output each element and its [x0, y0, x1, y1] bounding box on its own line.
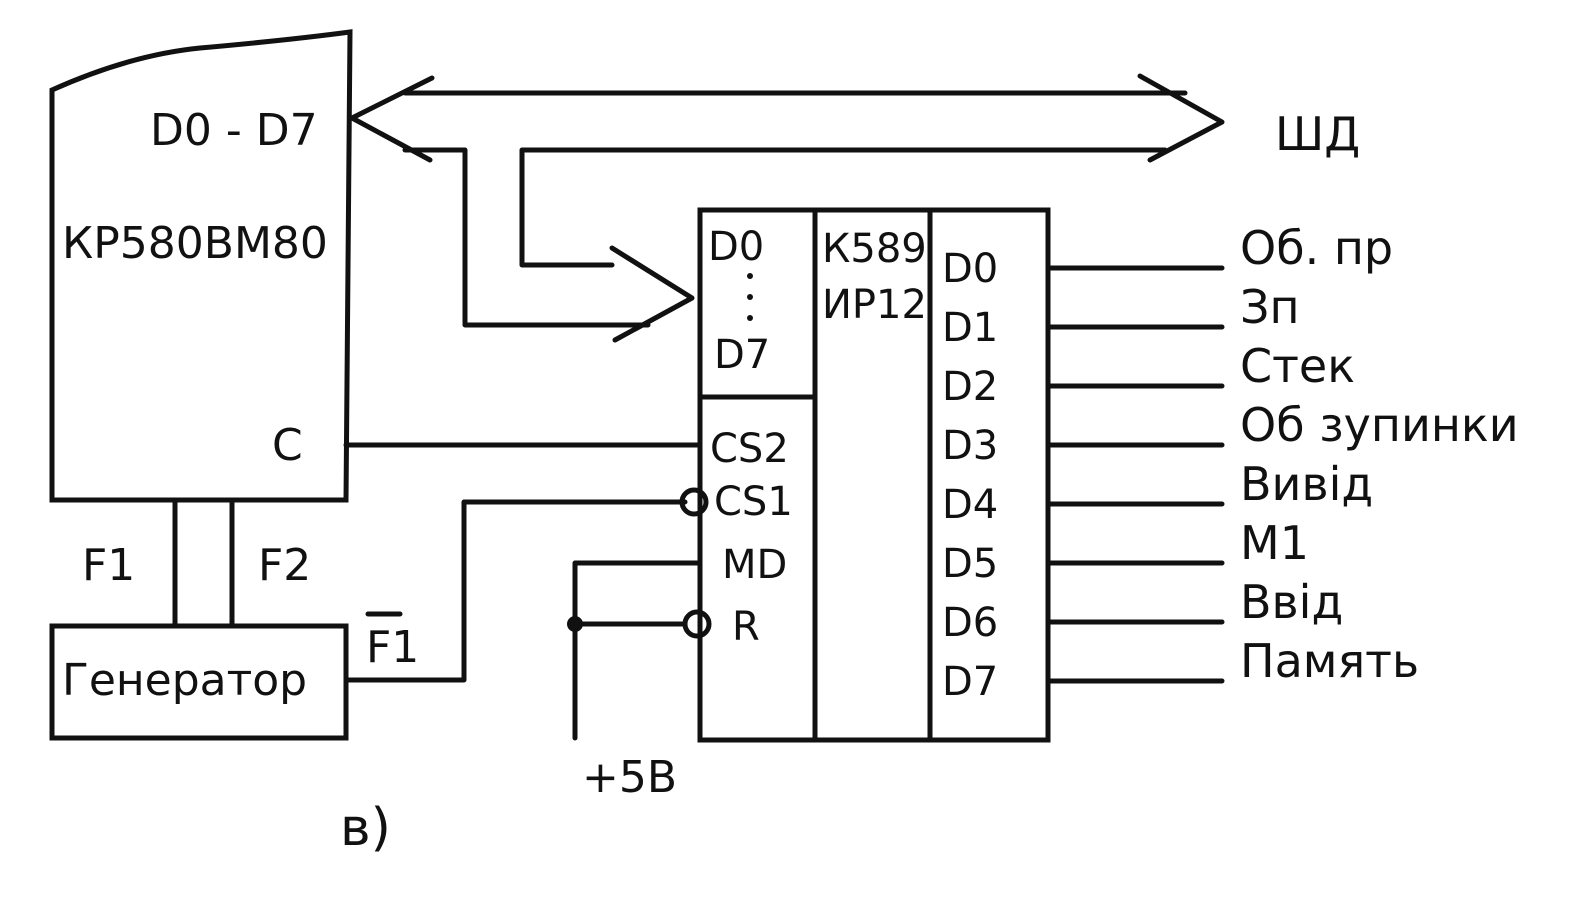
output-signal-label: Об зупинки	[1240, 398, 1519, 452]
register-output-pin-label: D3	[942, 423, 998, 469]
output-signal-label: М1	[1240, 516, 1309, 570]
register-output-pin-label: D5	[942, 541, 998, 587]
bus-label: ШД	[1275, 107, 1360, 161]
cpu-pin-c-label: C	[272, 420, 303, 471]
register-r-inversion	[682, 609, 712, 639]
figure-label: в)	[340, 798, 391, 858]
output-signal-label: Память	[1240, 634, 1419, 688]
data-bus	[349, 73, 1225, 343]
register-md-label: MD	[722, 542, 787, 588]
register-in-dot	[747, 315, 753, 321]
register-output-pin-label: D4	[942, 482, 998, 528]
f1-inv-wire	[343, 499, 688, 683]
register-cs2-label: CS2	[710, 426, 789, 472]
register-name-line2: ИР12	[822, 282, 927, 328]
register-output-pin-label: D2	[942, 364, 998, 410]
output-signal-label: Стек	[1240, 339, 1355, 393]
f1-label: F1	[82, 540, 135, 591]
cpu-data-pins-label: D0 - D7	[150, 105, 318, 156]
register-output-pin-label: D7	[942, 659, 998, 705]
register-in-bottom-label: D7	[714, 332, 770, 378]
register-in-top-label: D0	[708, 224, 764, 270]
md-wire	[572, 560, 703, 741]
register-output-pin-label: D6	[942, 600, 998, 646]
register-output-pin-label: D1	[942, 305, 998, 351]
f1-inv-label: F1	[366, 622, 419, 673]
output-signal-label: Ввід	[1240, 575, 1343, 629]
power-junction-dot	[567, 616, 583, 632]
register-cs1-inversion	[679, 487, 709, 517]
output-signal-label: Об. пр	[1240, 221, 1393, 275]
cpu-block	[49, 29, 353, 503]
register-cs1-label: CS1	[714, 479, 793, 525]
output-signal-label: Вивід	[1240, 457, 1373, 511]
register-name-line1: К589	[822, 226, 927, 272]
generator-label: Генератор	[62, 655, 307, 706]
register-in-dot	[747, 294, 753, 300]
power-label: +5В	[582, 752, 677, 803]
cpu-name-label: КР580ВМ80	[62, 218, 328, 269]
register-output-pin-label: D0	[942, 246, 998, 292]
register-r-label: R	[732, 604, 760, 650]
output-signal-label: Зп	[1240, 280, 1300, 334]
register-block	[697, 207, 1051, 743]
register-in-dot	[747, 273, 753, 279]
f2-label: F2	[258, 540, 311, 591]
